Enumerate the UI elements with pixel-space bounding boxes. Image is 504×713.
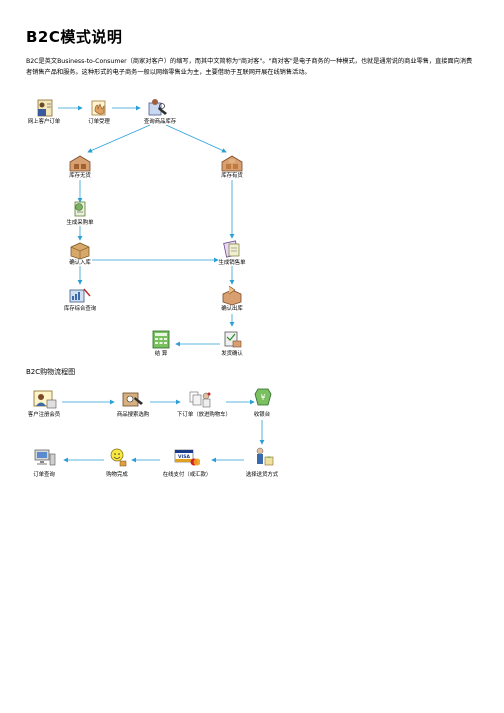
svg-text:¥: ¥ [260,393,265,402]
register-member-icon [30,388,60,410]
label-checkout: 收银台 [253,412,271,418]
label-pay-online: 在线支付（或汇款） [162,472,212,478]
arrow-query-to-nostock [87,124,151,153]
label-stock-query: 库存综合查询 [63,306,97,312]
hand-accept-icon [84,97,114,119]
svg-text:VISA: VISA [178,454,190,460]
shipping-icon [217,328,247,350]
label-pick-shipping: 选择送货方式 [245,472,279,478]
warehouse-icon [217,152,247,174]
search-stock-icon [143,97,173,119]
delivery-person-icon [248,446,278,468]
cashier-icon: ¥ [248,386,278,408]
arrow-query-to-stock [165,124,227,153]
label-confirm-out: 确认出库 [221,306,243,312]
warehouse-icon [65,152,95,174]
credit-card-icon: VISA [172,446,202,468]
label-confirm-in: 确认入库 [69,260,91,266]
flow2-caption: B2C购物流程图 [26,368,76,376]
report-icon [65,284,95,306]
label-place-order: 下订单（放进购物车） [177,412,231,418]
page-title: B2C模式说明 [26,28,123,46]
label-create-so: 生成销售单 [218,260,246,266]
label-settle: 结 算 [154,351,168,357]
box-out-icon [217,284,247,306]
label-query-stock: 查询商品库存 [143,119,177,125]
calculator-icon [146,328,176,350]
label-order-query: 订单查询 [33,472,55,478]
label-register: 客户注册会员 [27,412,61,418]
customer-order-icon [30,97,60,119]
label-ship-confirm: 发货确认 [221,351,243,357]
computer-icon [30,446,60,468]
label-order-accept: 订单受理 [88,119,110,125]
shopping-cart-icon [186,388,216,410]
sales-doc-icon [217,238,247,260]
browse-goods-icon [118,388,148,410]
smiley-icon [104,446,134,468]
box-check-icon [65,238,95,260]
label-browse: 商品搜索选购 [116,412,150,418]
intro-paragraph: B2C是英文Business-to-Consumer（商家对客户）的缩写，而其中… [26,58,473,76]
document-icon [65,198,95,220]
label-create-po: 生成采购单 [66,220,94,226]
label-complete: 购物完成 [106,472,128,478]
label-online-order: 网上客户订单 [27,119,61,125]
label-out-of-stock: 库存无货 [69,173,91,179]
label-in-stock: 库存有货 [221,173,243,179]
